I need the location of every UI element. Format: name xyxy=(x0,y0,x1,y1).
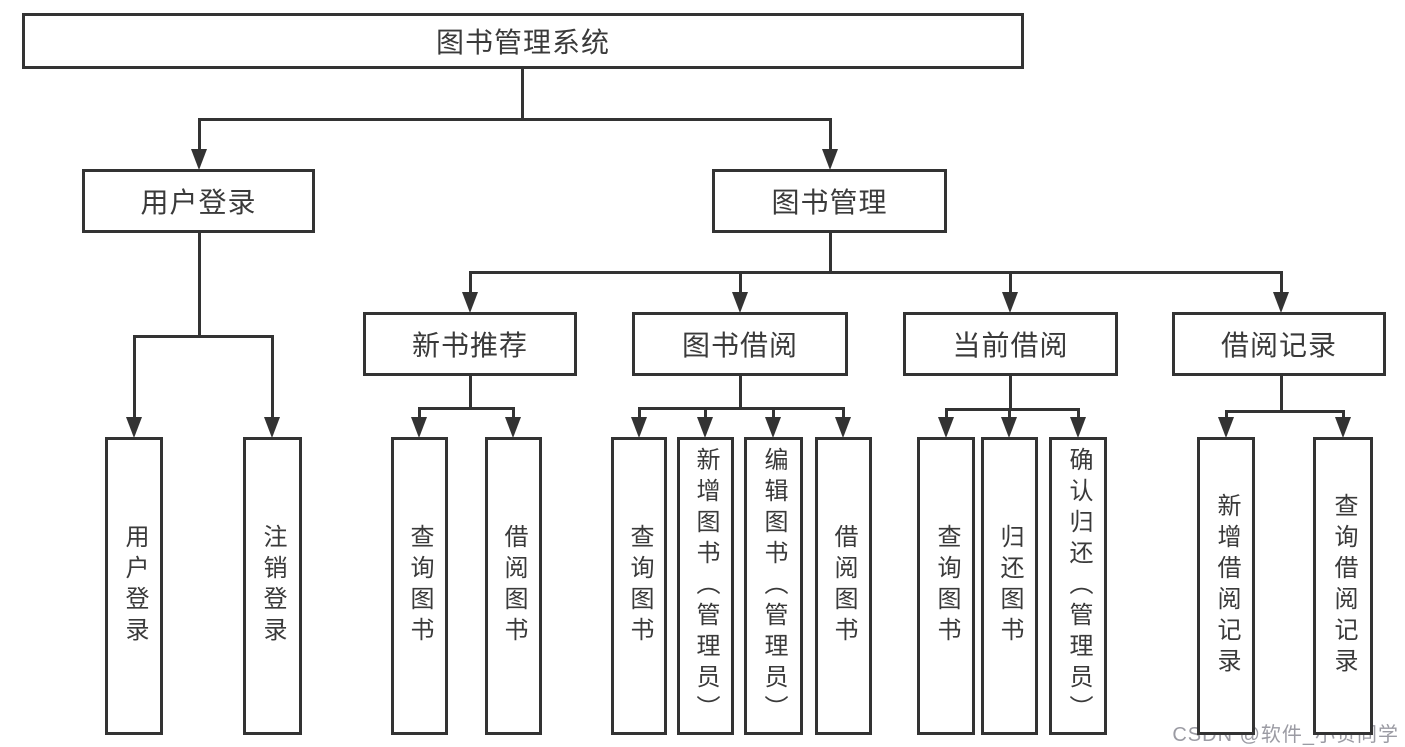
node-borrow-books-2: 借阅图书 xyxy=(815,437,872,735)
node-return-books: 归还图书 xyxy=(981,437,1038,735)
connector-line xyxy=(1009,271,1012,294)
connector-line xyxy=(132,335,136,419)
connector-line xyxy=(739,271,742,294)
connector-line xyxy=(1279,271,1283,294)
arrow-down-icon xyxy=(835,417,851,438)
connector-line xyxy=(944,408,948,419)
connector-line xyxy=(944,408,1080,411)
node-label: 借阅图书 xyxy=(830,524,857,648)
connector-line xyxy=(468,271,472,294)
connector-line xyxy=(197,118,201,151)
node-label: 用户登录 xyxy=(140,187,257,218)
node-new-book-rec: 新书推荐 xyxy=(363,312,577,376)
arrow-down-icon xyxy=(1217,417,1234,438)
connector-line xyxy=(197,233,201,338)
arrow-down-icon xyxy=(821,149,838,170)
node-label: 新增图书（管理员） xyxy=(692,446,719,726)
connector-line xyxy=(828,118,832,151)
arrow-down-icon xyxy=(125,417,142,438)
node-label: 注销登录 xyxy=(259,524,286,648)
node-book-borrow: 图书借阅 xyxy=(632,312,848,376)
node-book-management: 图书管理 xyxy=(712,169,947,233)
connector-line xyxy=(1279,376,1283,413)
connector-line xyxy=(637,407,845,410)
node-label: 新增借阅记录 xyxy=(1213,493,1240,679)
arrow-down-icon xyxy=(732,292,748,313)
connector-line xyxy=(637,407,641,419)
node-label: 查询图书 xyxy=(406,524,433,648)
arrow-down-icon xyxy=(1002,292,1018,313)
node-label: 借阅记录 xyxy=(1220,330,1337,361)
node-label: 用户登录 xyxy=(121,524,148,648)
node-label: 编辑图书（管理员） xyxy=(760,446,787,726)
arrow-down-icon xyxy=(411,417,427,438)
connector-line xyxy=(1009,376,1012,411)
arrow-down-icon xyxy=(765,417,781,438)
arrow-down-icon xyxy=(190,149,207,170)
arrow-down-icon xyxy=(505,417,521,438)
node-label: 图书管理系统 xyxy=(435,27,610,58)
connector-line xyxy=(418,407,515,410)
connector-line xyxy=(512,407,515,419)
arrow-down-icon xyxy=(1272,292,1289,313)
node-label: 图书借阅 xyxy=(681,330,798,361)
node-root: 图书管理系统 xyxy=(22,13,1024,69)
connector-line xyxy=(1076,408,1080,419)
connector-line xyxy=(468,271,1283,274)
connector-line xyxy=(704,407,707,419)
connector-line xyxy=(1008,408,1011,419)
arrow-down-icon xyxy=(937,417,954,438)
node-user-login: 用户登录 xyxy=(82,169,315,233)
node-label: 查询借阅记录 xyxy=(1330,493,1357,679)
arrow-down-icon xyxy=(264,417,280,438)
node-query-books-1: 查询图书 xyxy=(391,437,448,735)
arrow-down-icon xyxy=(630,417,647,438)
connector-line xyxy=(1341,410,1345,419)
connector-line xyxy=(842,407,845,419)
arrow-down-icon xyxy=(461,292,478,313)
node-logout: 注销登录 xyxy=(243,437,302,735)
connector-line xyxy=(520,69,524,121)
node-query-books-2: 查询图书 xyxy=(611,437,667,735)
node-confirm-return: 确认归还（管理员） xyxy=(1049,437,1107,735)
arrow-down-icon xyxy=(1334,417,1351,438)
connector-line xyxy=(1224,410,1345,413)
connector-line xyxy=(468,376,472,410)
arrow-down-icon xyxy=(1001,417,1017,438)
connector-line xyxy=(739,376,742,410)
arrow-down-icon xyxy=(697,417,713,438)
node-edit-books: 编辑图书（管理员） xyxy=(744,437,803,735)
node-label: 当前借阅 xyxy=(952,330,1069,361)
node-borrow-records: 借阅记录 xyxy=(1172,312,1386,376)
node-label: 查询图书 xyxy=(933,524,960,648)
connector-line xyxy=(772,407,775,419)
node-label: 确认归还（管理员） xyxy=(1065,446,1092,726)
node-label: 图书管理 xyxy=(771,187,888,218)
node-label: 归还图书 xyxy=(996,524,1023,648)
node-label: 借阅图书 xyxy=(500,524,527,648)
node-query-books-3: 查询图书 xyxy=(917,437,975,735)
node-add-borrow-rec: 新增借阅记录 xyxy=(1197,437,1255,735)
node-label: 新书推荐 xyxy=(411,330,528,361)
connector-line xyxy=(828,233,832,274)
node-add-books: 新增图书（管理员） xyxy=(677,437,734,735)
node-current-borrow: 当前借阅 xyxy=(903,312,1118,376)
node-label: 查询图书 xyxy=(626,524,653,648)
connector-line xyxy=(418,407,421,419)
node-login: 用户登录 xyxy=(105,437,163,735)
node-query-borrow-rec: 查询借阅记录 xyxy=(1313,437,1373,735)
connector-line xyxy=(1224,410,1228,419)
connector-line xyxy=(271,335,274,419)
connector-line xyxy=(197,118,832,121)
arrow-down-icon xyxy=(1069,417,1086,438)
node-borrow-books-1: 借阅图书 xyxy=(485,437,542,735)
connector-line xyxy=(132,335,274,338)
